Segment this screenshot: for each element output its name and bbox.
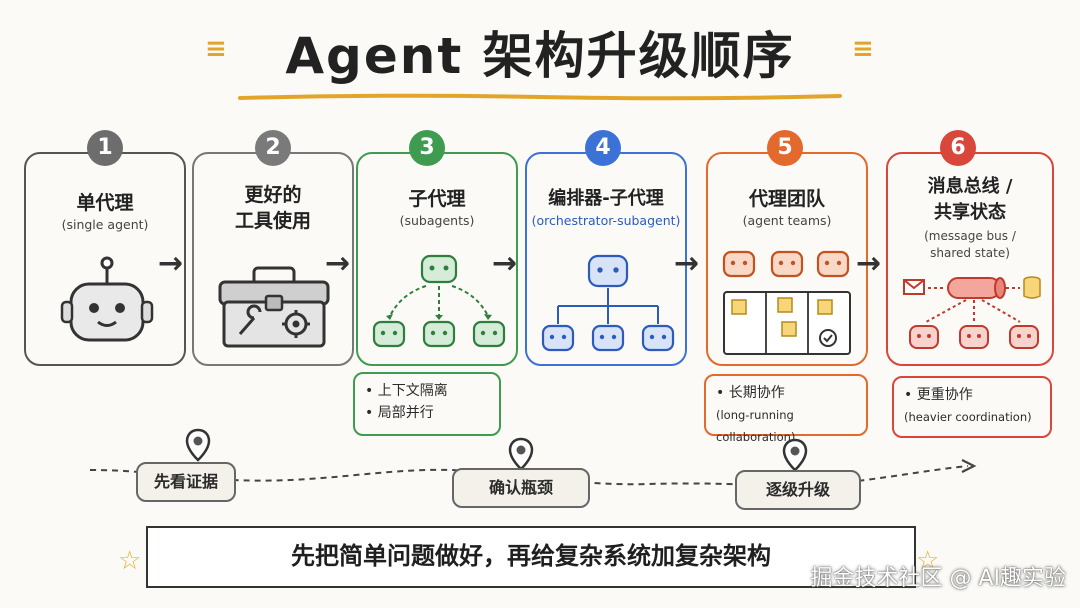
step-6-name-line1: 消息总线 / xyxy=(927,176,1013,197)
note-item: • 上下文隔离 xyxy=(365,383,448,399)
step-6-name-line2: 共享状态 xyxy=(934,202,1006,223)
sparkle-right-icon: ≡ xyxy=(852,34,874,64)
step-4-sub: (orchestrator-subagent) xyxy=(531,213,681,228)
step-card-1: 单代理 (single agent) xyxy=(24,152,186,366)
step-6-sub-line2: shared state) xyxy=(930,246,1010,260)
note-item-sub: (heavier coordination) xyxy=(904,410,1032,424)
step-3-name: 子代理 xyxy=(408,188,466,210)
page-title: Agent 架构升级顺序 xyxy=(285,27,795,85)
note-item: • 长期协作 xyxy=(716,385,785,401)
step-badge-1: 1 xyxy=(87,130,123,166)
step-badge-5: 5 xyxy=(767,130,803,166)
step-badge-2: 2 xyxy=(255,130,291,166)
step-5-sub: (agent teams) xyxy=(742,213,832,228)
step-card-2: 更好的 工具使用 xyxy=(192,152,354,366)
step-1-sub: (single agent) xyxy=(61,217,149,232)
arrow-right-icon: → xyxy=(492,246,518,281)
message-bus-icon xyxy=(903,276,1041,349)
step-5-name: 代理团队 xyxy=(748,188,825,210)
step-badge-6: 6 xyxy=(940,130,976,166)
step-2-name-line2: 工具使用 xyxy=(234,210,311,232)
path-label-bottleneck: 确认瓶颈 xyxy=(452,468,590,508)
step-3-sub: (subagents) xyxy=(399,213,475,228)
path-label-upgrade: 逐级升级 xyxy=(735,470,861,510)
arrow-right-icon: → xyxy=(856,246,882,281)
step-badge-3: 3 xyxy=(409,130,445,166)
bottom-banner: 先把简单问题做好，再给复杂系统加复杂架构 xyxy=(146,526,916,588)
arrow-right-icon: → xyxy=(674,246,700,281)
title-underline xyxy=(238,93,842,101)
arrow-right-icon: → xyxy=(325,246,351,281)
arrow-right-icon: → xyxy=(158,246,184,281)
path-label-evidence: 先看证据 xyxy=(136,462,236,502)
agent-team-board-icon xyxy=(722,250,851,355)
orchestrator-robots-icon xyxy=(541,254,675,352)
step-1-name: 单代理 xyxy=(76,192,134,214)
sparkle-left-icon: ≡ xyxy=(205,34,227,64)
step-card-4: 编排器-子代理 (orchestrator-subagent) xyxy=(525,152,687,366)
step-5-notes: • 长期协作 (long-running collaboration) xyxy=(704,374,868,444)
toolbox-icon xyxy=(218,266,330,348)
step-4-name: 编排器-子代理 xyxy=(548,188,664,209)
note-item: • 更重协作 xyxy=(904,387,973,403)
step-badge-4: 4 xyxy=(585,130,621,166)
star-icon: ☆ xyxy=(118,546,142,576)
step-card-5: 代理团队 (agent teams) xyxy=(706,152,868,366)
step-6-sub-line1: (message bus / xyxy=(924,229,1016,243)
step-card-3: 子代理 (subagents) xyxy=(356,152,518,366)
step-6-notes: • 更重协作 (heavier coordination) xyxy=(892,376,1052,438)
subagents-robots-icon xyxy=(372,254,506,348)
note-item: • 局部并行 xyxy=(365,405,434,421)
note-item-sub: (long-running collaboration) xyxy=(716,408,796,444)
star-icon: ☆ xyxy=(916,546,940,576)
step-2-name-line1: 更好的 xyxy=(244,184,302,206)
watermark: 掘金技术社区 @ AI趣实验 xyxy=(810,566,1066,591)
step-3-notes: • 上下文隔离 • 局部并行 xyxy=(353,372,501,436)
robot-icon xyxy=(60,256,154,342)
step-card-6: 消息总线 / 共享状态 (message bus / shared state) xyxy=(886,152,1054,366)
